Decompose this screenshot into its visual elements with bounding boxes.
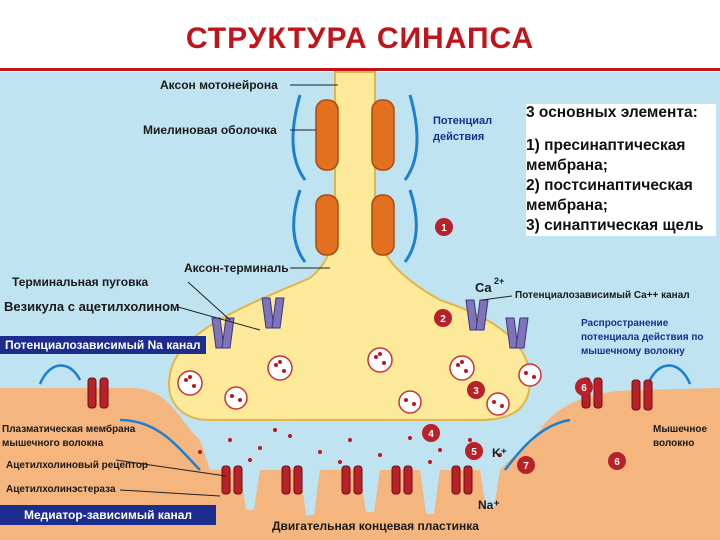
side-panel-item: 2) постсинаптическая мембрана; — [526, 177, 693, 214]
muscle-fiber — [0, 388, 720, 540]
step-badge: 3 — [473, 386, 479, 397]
action-potential-arrows — [291, 94, 419, 263]
acetylcholine-dots — [184, 352, 536, 464]
vesicles — [177, 347, 542, 416]
step-badge: 6 — [614, 457, 620, 468]
side-panel-heading: 3 основных элемента: — [526, 104, 698, 121]
label-na-ion: Na⁺ — [478, 498, 500, 512]
label-terminal-button: Терминальная пуговка — [12, 275, 148, 289]
label-ca-channel: Потенциалозависимый Ca++ канал — [515, 290, 690, 301]
label-plasma-2: мышечного волокна — [2, 438, 104, 449]
label-endplate: Двигательная концевая пластинка — [272, 519, 479, 533]
step-badge: 2 — [440, 314, 446, 325]
step-badge: 4 — [428, 429, 434, 440]
myelin-sheath — [315, 99, 395, 256]
page-title: СТРУКТУРА СИНАПСА — [185, 22, 535, 55]
ach-receptors — [221, 465, 473, 495]
label-spread-1: Распространение — [581, 318, 669, 329]
label-ache: Ацетилхолинэстераза — [6, 484, 116, 495]
axon-terminal — [168, 71, 532, 421]
label-ach-receptor: Ацетилхолиновый рецептор — [6, 460, 148, 471]
step-badge: 1 — [441, 223, 447, 234]
leader-lines — [115, 84, 513, 497]
label-vesicle: Везикула с ацетилхолином — [4, 299, 180, 314]
label-myelin: Миелиновая оболочка — [143, 123, 277, 137]
spread-arrows — [38, 364, 692, 471]
label-spread-3: мышечному волокну — [581, 346, 685, 357]
step-badges: 1 2 3 4 5 6 7 6 — [422, 218, 626, 474]
step-badge: 5 — [471, 447, 477, 458]
title-underline — [0, 68, 720, 71]
side-panel-item: 3) синаптическая щель — [526, 217, 704, 234]
label-na-channel: Потенциалозависимый Na канал — [0, 336, 206, 354]
side-panel: 3 основных элемента: 1) пресинаптическая… — [526, 104, 716, 236]
step-badge: 6 — [581, 383, 587, 394]
label-ca-ion: Ca — [475, 280, 492, 295]
label-muscle-1: Мышечное — [653, 424, 707, 435]
ca-channels — [211, 297, 529, 349]
label-muscle-2: волокно — [653, 438, 694, 449]
label-action-potential-1: Потенциал — [433, 115, 492, 127]
label-axon-terminal: Аксон-терминаль — [184, 261, 289, 275]
label-mediator-channel: Медиатор-зависимый канал — [0, 505, 217, 525]
label-axon: Аксон мотонейрона — [160, 78, 278, 92]
label-k-ion: K⁺ — [492, 446, 507, 460]
side-panel-item: 1) пресинаптическая мембрана; — [526, 137, 686, 174]
label-action-potential-2: действия — [433, 131, 484, 143]
label-spread-2: потенциала действия по — [581, 332, 704, 343]
label-plasma-1: Плазматическая мембрана — [2, 423, 136, 435]
step-badge: 7 — [523, 461, 529, 472]
label-ca-charge: 2+ — [494, 276, 504, 286]
junctional-folds — [240, 470, 500, 515]
